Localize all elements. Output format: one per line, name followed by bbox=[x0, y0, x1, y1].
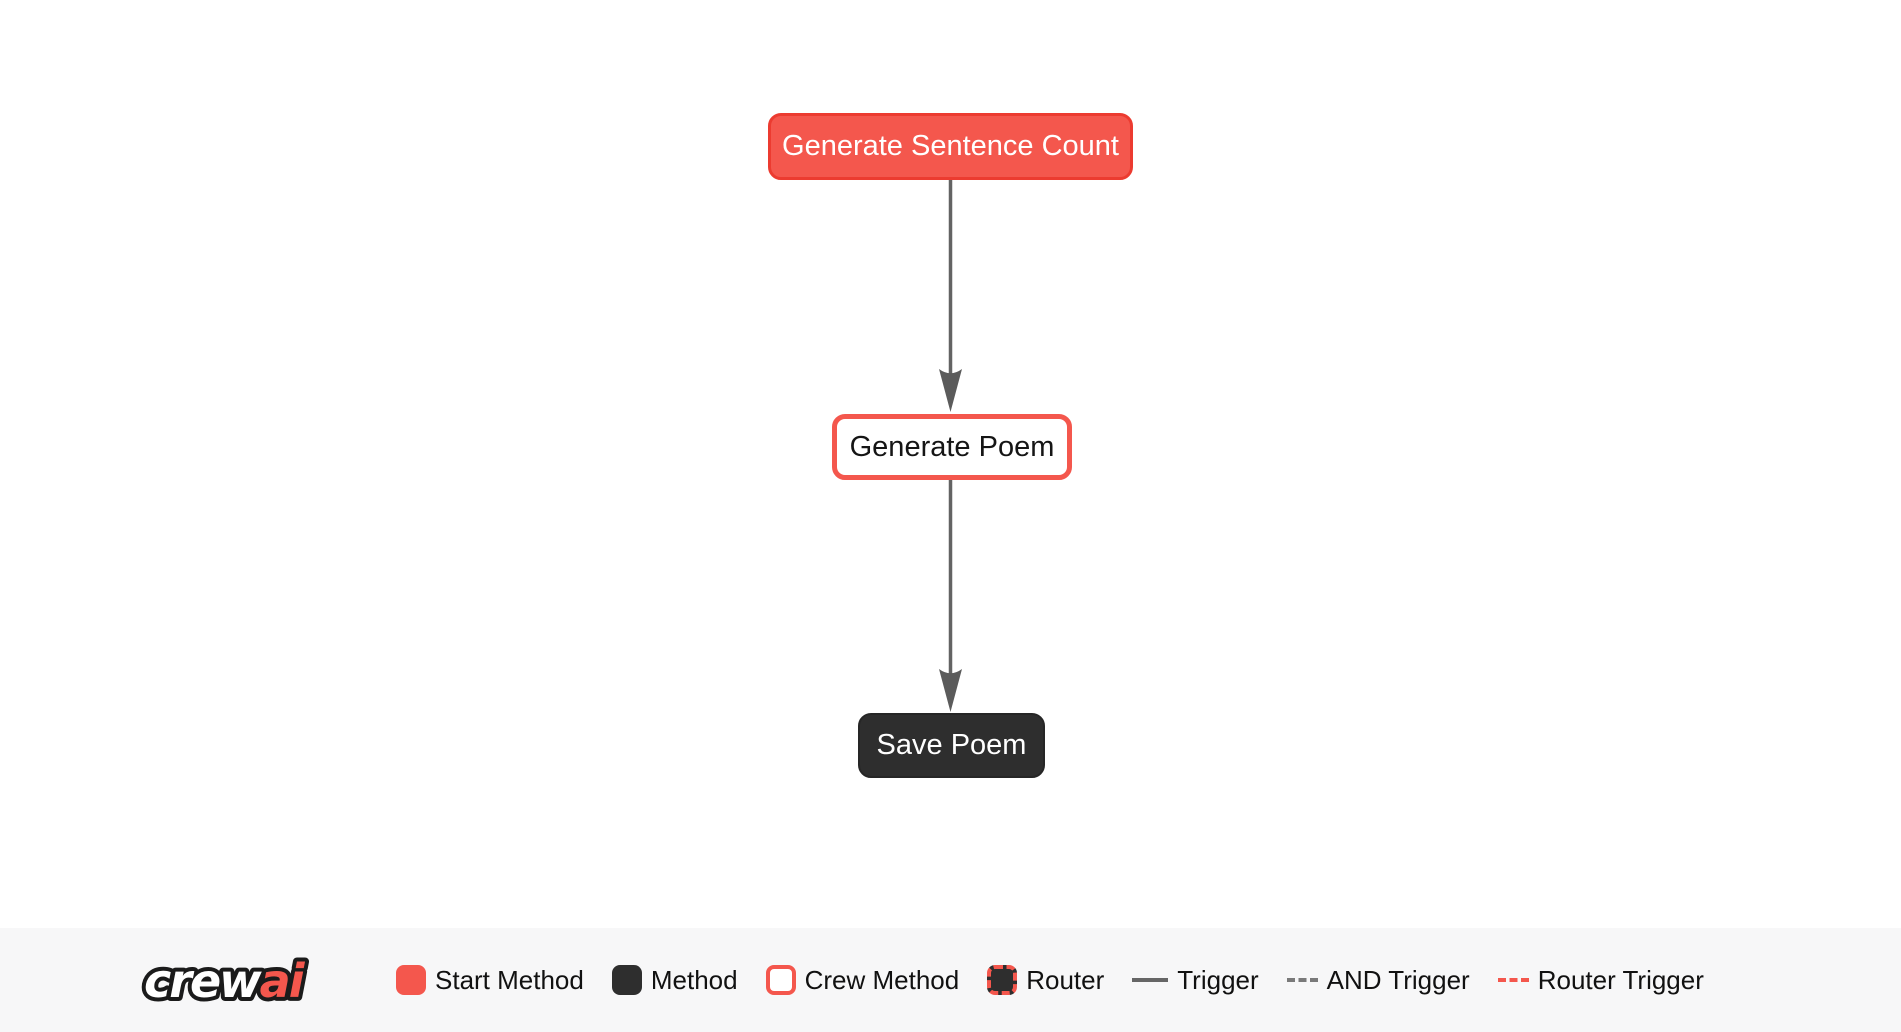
legend-item-method: Method bbox=[611, 964, 738, 996]
svg-text:crewai: crewai bbox=[144, 954, 306, 1008]
crewai-logo: crewai bbox=[140, 950, 312, 1012]
node-label: Generate Poem bbox=[849, 430, 1055, 463]
legend-label: Crew Method bbox=[804, 964, 960, 995]
legend-item-start-method: Start Method bbox=[396, 965, 584, 996]
and-trigger-line-icon bbox=[1286, 978, 1318, 982]
router-swatch-icon bbox=[987, 965, 1018, 995]
flow-node-generate-poem[interactable]: Generate Poem bbox=[832, 414, 1072, 480]
legend-items: Start Method Method Crew Method Router T… bbox=[396, 965, 1704, 996]
trigger-line-icon bbox=[1132, 978, 1169, 982]
logo-text-ai: ai bbox=[260, 954, 306, 1008]
legend-item-crew-method: Crew Method bbox=[765, 964, 960, 996]
edge-trigger-1 bbox=[939, 180, 962, 412]
router-trigger-line-icon bbox=[1497, 978, 1529, 982]
flow-node-generate-sentence-count[interactable]: Generate Sentence Count bbox=[768, 113, 1133, 180]
legend-label: Trigger bbox=[1177, 964, 1259, 995]
node-label: Generate Sentence Count bbox=[782, 130, 1119, 162]
logo-text-crew: crew bbox=[144, 954, 262, 1008]
arrowhead-down-icon bbox=[939, 369, 962, 412]
legend-label: Router Trigger bbox=[1537, 964, 1704, 995]
legend-bar: crewai Start Method Method Crew Method R… bbox=[0, 928, 1901, 1032]
legend-label: AND Trigger bbox=[1326, 964, 1470, 995]
arrowhead-down-icon bbox=[939, 669, 962, 712]
legend-label: Router bbox=[1026, 964, 1105, 995]
legend-item-trigger: Trigger bbox=[1132, 964, 1259, 996]
legend-item-router: Router bbox=[987, 965, 1104, 996]
flow-node-save-poem[interactable]: Save Poem bbox=[858, 713, 1045, 778]
crew-method-swatch-icon bbox=[765, 965, 796, 995]
legend-item-and-trigger: AND Trigger bbox=[1286, 964, 1470, 996]
node-label: Save Poem bbox=[876, 729, 1027, 761]
start-method-swatch-icon bbox=[396, 965, 426, 995]
flow-canvas[interactable]: Generate Sentence Count Generate Poem Sa… bbox=[0, 0, 1901, 928]
method-swatch-icon bbox=[611, 965, 642, 995]
legend-label: Method bbox=[650, 964, 738, 995]
edge-trigger-2 bbox=[939, 480, 962, 712]
legend-label: Start Method bbox=[435, 964, 584, 995]
legend-item-router-trigger: Router Trigger bbox=[1497, 964, 1704, 996]
